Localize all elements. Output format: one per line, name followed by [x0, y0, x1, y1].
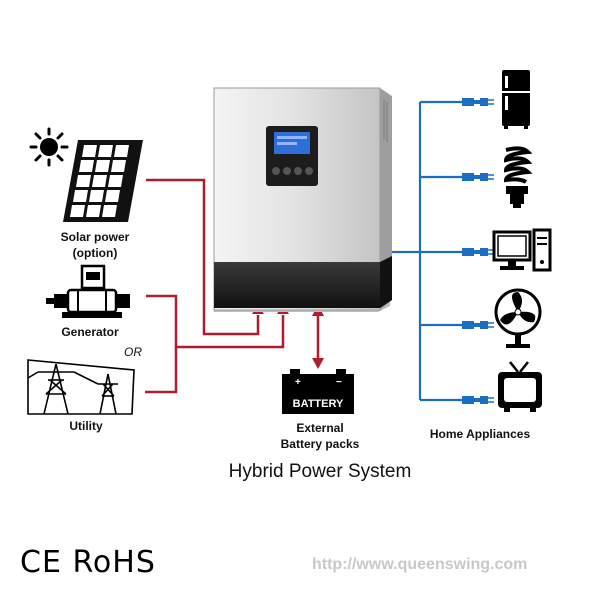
load-wiring — [392, 100, 462, 402]
solar-label: Solar power (option) — [40, 229, 150, 261]
plug-icon — [462, 248, 494, 256]
battery-down-arrowhead — [312, 358, 324, 369]
button-icon — [272, 167, 280, 175]
button-icon — [305, 167, 313, 175]
or-label: OR — [124, 345, 142, 359]
solar-label-line1: Solar power — [60, 230, 130, 244]
battery-label: External Battery packs — [260, 420, 380, 452]
solar-wire — [146, 178, 260, 336]
sun-icon — [29, 127, 69, 167]
control-panel — [266, 126, 318, 186]
pylon-icon — [27, 359, 135, 415]
utility-label: Utility — [69, 419, 103, 433]
fridge-icon — [502, 70, 530, 129]
battery-label-line1: External — [296, 421, 344, 435]
svg-text:−: − — [336, 377, 342, 388]
solar-label-line2: (option) — [72, 246, 118, 260]
plug-icon — [462, 98, 494, 106]
battery-icon: + − BATTERY — [282, 369, 354, 414]
side-vents — [383, 100, 388, 142]
plug-connectors — [462, 98, 494, 404]
certification-marks: CE RoHS — [20, 545, 156, 580]
plug-icon — [462, 321, 494, 329]
watermark-url: http://www.queenswing.com — [312, 556, 528, 573]
plug-icon — [462, 173, 494, 181]
diagram-title: Hybrid Power System — [228, 461, 412, 482]
cfl-bulb-icon — [503, 146, 533, 208]
ac-wiring — [145, 178, 320, 394]
ac-arrowheads — [252, 304, 324, 369]
tv-icon — [498, 361, 542, 412]
fan-icon — [494, 288, 542, 348]
solar-panel-icon — [63, 140, 143, 222]
inverter-base — [214, 262, 380, 308]
battery-label-line2: Battery packs — [280, 437, 360, 451]
computer-icon — [492, 228, 552, 272]
inverter-unit — [213, 87, 392, 312]
button-icon — [294, 167, 302, 175]
generator-icon — [46, 264, 130, 318]
utility-wire — [145, 347, 178, 394]
appliances-label: Home Appliances — [429, 427, 531, 441]
battery-box-text: BATTERY — [293, 398, 344, 410]
button-icon — [283, 167, 291, 175]
generator-label: Generator — [61, 325, 119, 339]
svg-text:+: + — [295, 377, 301, 388]
plug-icon — [462, 396, 494, 404]
